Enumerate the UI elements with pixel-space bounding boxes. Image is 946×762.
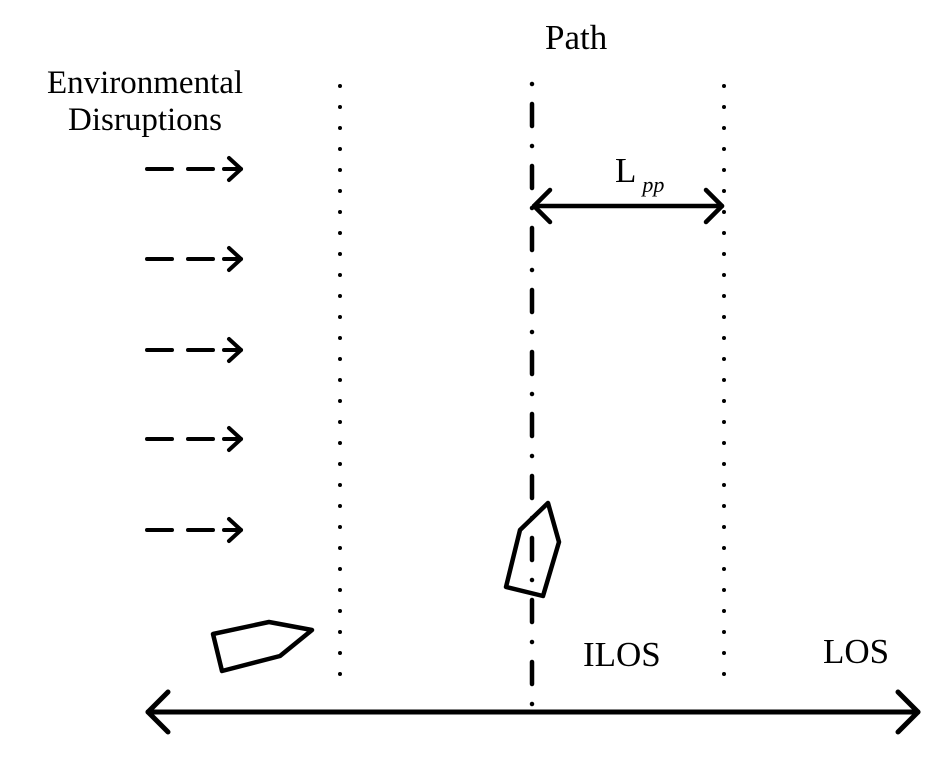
los-vessel-shape bbox=[210, 619, 315, 674]
los-label: LOS bbox=[823, 632, 890, 671]
environmental-label-line1: Environmental bbox=[46, 65, 244, 101]
environmental-label-line2: Disruptions bbox=[67, 102, 222, 138]
lpp-label-main: L bbox=[615, 151, 637, 190]
path-label: Path bbox=[545, 18, 608, 57]
disruption-arrow bbox=[145, 426, 243, 452]
disruption-arrow bbox=[145, 156, 243, 182]
lpp-dimension-arrow bbox=[531, 187, 725, 225]
disruption-arrow bbox=[145, 246, 243, 272]
environmental-disruption-arrows bbox=[145, 156, 243, 543]
ilos-label: ILOS bbox=[583, 635, 661, 674]
disruption-arrow bbox=[145, 337, 243, 363]
bottom-double-arrow-axis bbox=[145, 689, 921, 735]
environmental-disruptions-label: Environmental Disruptions bbox=[22, 65, 268, 139]
lpp-label-subscript: pp bbox=[642, 172, 665, 197]
ilos-vessel-shape bbox=[503, 500, 562, 599]
disruption-arrow bbox=[145, 517, 243, 543]
